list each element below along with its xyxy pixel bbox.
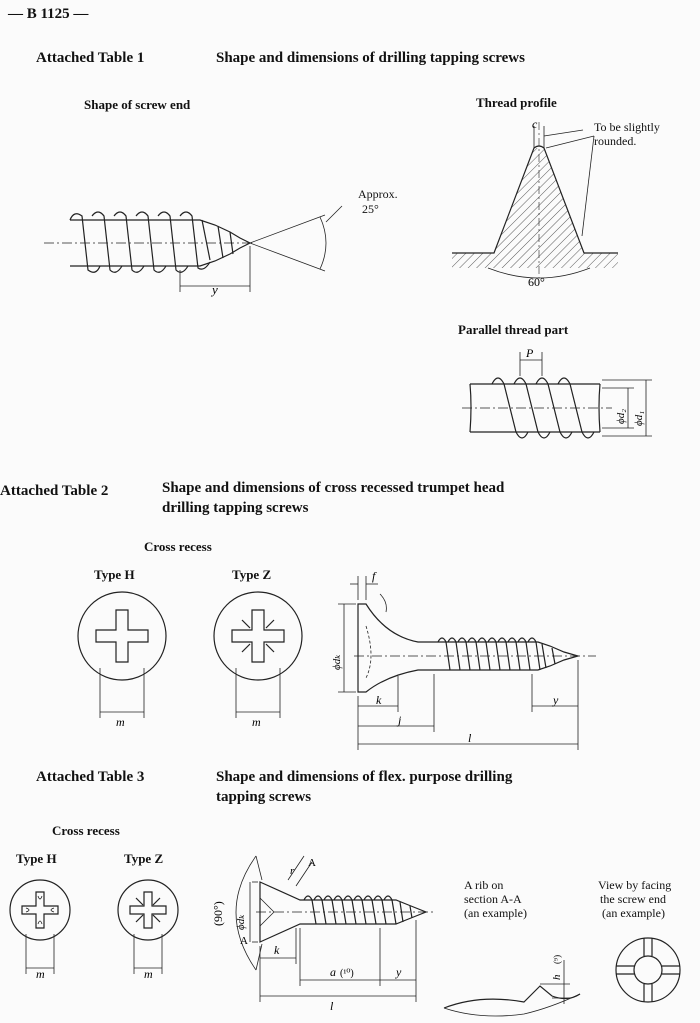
rib-text-line3: (an example) [464,906,527,920]
trumpet-f-label: f [372,569,377,583]
trumpet-y-label: y [552,693,559,707]
flex-a-label: a [330,965,336,979]
screw-end-view-drawing [615,937,681,1003]
table2-z-m-label: m [252,715,261,729]
rib-text-line2: section A-A [464,892,522,906]
flex-y-label: y [395,965,402,979]
view-text-line3: (an example) [602,906,665,920]
table2-title-line2: drilling tapping screws [162,500,309,516]
flex-dk-label: ϕdₖ [235,915,247,930]
trumpet-dk-label: ϕdₖ [331,655,343,670]
table3-title-line1: Shape and dimensions of flex. purpose dr… [216,769,513,785]
parallel-d1-label: ϕd₁ [633,411,645,426]
table2-type-h: Type H [94,567,135,582]
parallel-p-label: P [525,346,534,360]
table2-type-z-recess: m [213,591,303,729]
thread-profile-heading: Thread profile [476,95,557,110]
parallel-d2-label: ϕd₂ [615,409,627,424]
thread-profile-drawing: c 60° [452,117,618,289]
thread-note-line2: rounded. [594,134,637,148]
table3-number: Attached Table 3 [36,769,145,785]
flex-l-label: l [330,999,334,1013]
table2-recess-heading: Cross recess [144,539,212,554]
table3-z-m-label: m [144,967,153,981]
table3-type-h: Type H [16,851,57,866]
screw-end-y-label: y [210,282,218,297]
table1-title: Shape and dimensions of drilling tapping… [216,50,525,66]
screw-end-heading: Shape of screw end [84,97,191,112]
table2-number: Attached Table 2 [0,483,109,499]
rib-h-note-label: (⁹) [552,955,562,964]
flex-screw-drawing: (90°) ϕdₖ A A r k a (¹⁰) y l [211,855,436,1013]
table3-type-z: Type Z [124,851,164,866]
trumpet-k-label: k [376,693,382,707]
table2-type-z: Type Z [232,567,272,582]
flex-angle-label: (90°) [211,901,225,926]
view-text-line2: the screw end [600,892,666,906]
flex-r-label: r [290,865,295,877]
rib-h-label: h [551,974,563,980]
trumpet-head-screw-drawing: f ϕdₖ k j y l [331,569,596,750]
table3-type-z-recess: m [117,879,179,981]
parallel-thread-heading: Parallel thread part [458,322,569,337]
thread-note-line1: To be slightly [594,120,660,134]
flex-a-note-label: (¹⁰) [340,968,354,979]
table2-type-h-recess: m [77,591,167,729]
parallel-thread-drawing: P ϕd₂ ϕd₁ [462,346,652,439]
flex-a-lower-label: A [240,935,248,947]
view-text-line1: View by facing [598,878,672,892]
table3-title-line2: tapping screws [216,789,312,805]
screw-end-drawing: y [44,205,343,297]
table3-type-h-recess: m [9,879,71,981]
thread-angle-label: 60° [528,275,545,289]
page-number: — B 1125 — [8,6,89,22]
table2-title-line1: Shape and dimensions of cross recessed t… [162,480,505,496]
rib-section-drawing: h (⁹) [443,955,581,1017]
table3-recess-heading: Cross recess [52,823,120,838]
flex-a-upper-label: A [308,857,316,869]
trumpet-j-label: j [396,713,402,727]
thread-c-label: c [532,117,538,131]
table3-h-m-label: m [36,967,45,981]
flex-k-label: k [274,943,280,957]
angle-approx-label: Approx. [358,187,398,201]
rib-text-line1: A rib on [464,878,504,892]
trumpet-l-label: l [468,731,472,745]
table2-h-m-label: m [116,715,125,729]
angle-value-label: 25° [362,202,379,216]
table1-number: Attached Table 1 [36,50,145,66]
